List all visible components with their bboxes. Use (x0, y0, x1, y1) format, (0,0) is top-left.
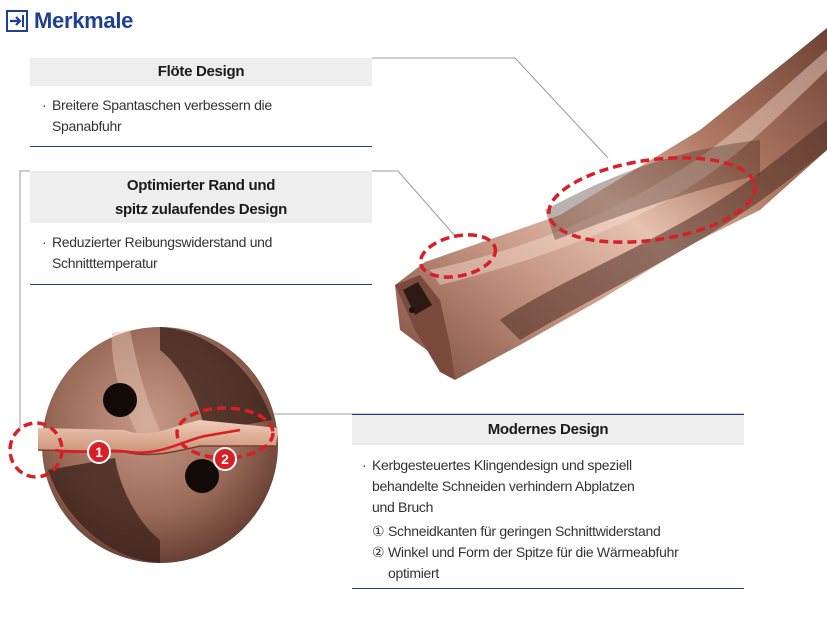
svg-text:2: 2 (221, 451, 229, 467)
highlight-flute (547, 156, 757, 244)
feature-description: ·Reduzierter Reibungswiderstand und Schn… (42, 234, 273, 271)
marker-1: 1 (87, 440, 111, 464)
section-header: Merkmale (6, 6, 133, 36)
feature-heading: Optimierter Rand und spitz zulaufendes D… (30, 171, 372, 223)
feature-description: ·Kerbgesteuertes Klingendesign und spezi… (362, 457, 679, 581)
feature-flute-design: Flöte Design ·Breitere Spantaschen verbe… (30, 58, 372, 147)
callout-edge-line (54, 428, 241, 454)
drill-image (395, 28, 827, 380)
drill-face-image (37, 327, 278, 563)
divider (30, 146, 372, 147)
divider (352, 588, 744, 589)
highlight-margin (418, 233, 498, 279)
svg-text:1: 1 (95, 444, 103, 460)
leader-line-margin-left (19, 170, 30, 430)
feature-heading: Modernes Design (352, 415, 744, 445)
feature-modern-design: Modernes Design ·Kerbgesteuertes Klingen… (352, 414, 744, 589)
leader-line-margin (372, 170, 456, 237)
feature-description: ·Breitere Spantaschen verbessern die Spa… (42, 97, 272, 134)
divider (30, 284, 372, 285)
marker-2: 2 (213, 447, 237, 471)
feature-heading: Flöte Design (30, 58, 372, 86)
section-title: Merkmale (34, 8, 134, 33)
leader-line-flute (372, 57, 609, 159)
arrow-into-box-icon (6, 10, 28, 32)
feature-optimized-margin: Optimierter Rand und spitz zulaufendes D… (30, 171, 372, 285)
